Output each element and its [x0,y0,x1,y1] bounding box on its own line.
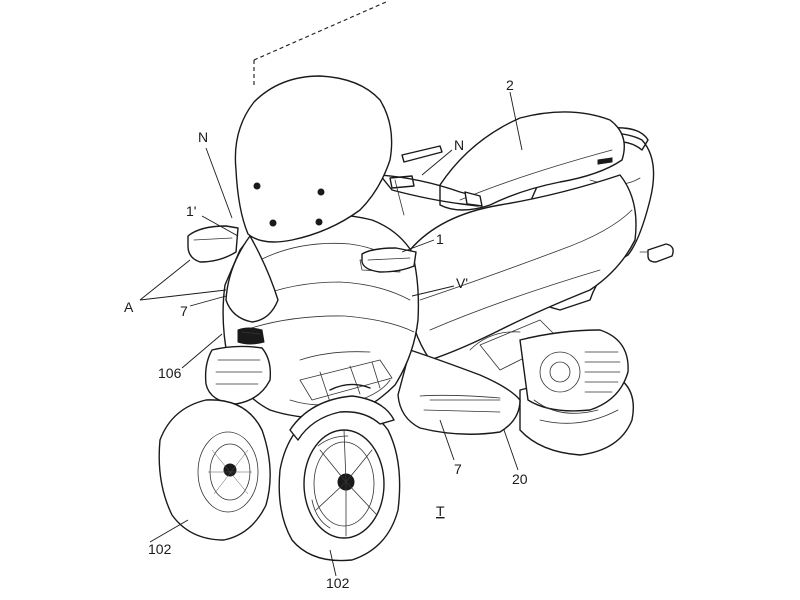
label-1: 1 [436,231,444,247]
label-106: 106 [158,365,182,381]
side-body [409,174,637,371]
label-7-lower: 7 [454,461,462,477]
left-mirror [187,225,239,263]
footboard [397,349,521,435]
label-n-top: N [454,137,464,153]
front-lower-grille [204,345,272,405]
leader-lines [139,91,523,577]
label-2: 2 [506,77,514,93]
right-mirror [361,247,417,273]
front-wheel-left [158,399,271,541]
rear-turn-signal [639,243,674,263]
front-wheel-right [278,405,401,562]
label-1prime: 1' [186,203,196,219]
seat [439,111,625,211]
headlight [225,235,279,345]
label-a: A [124,299,134,315]
label-t: T [436,503,445,519]
engine-unit [519,329,629,414]
label-102-bottom: 102 [326,575,350,591]
dashed-axis-line [253,1,387,86]
windshield [234,75,393,243]
label-n-left: N [198,129,208,145]
handlebar [379,145,483,216]
label-20: 20 [512,471,528,487]
label-v: V' [456,275,468,291]
label-102-left: 102 [148,541,172,557]
label-7-upper: 7 [180,303,188,319]
front-mudguard [289,395,395,441]
reference-labels: 2 N N 1' 1 V' A 7 106 7 20 T 102 102 [124,77,528,591]
